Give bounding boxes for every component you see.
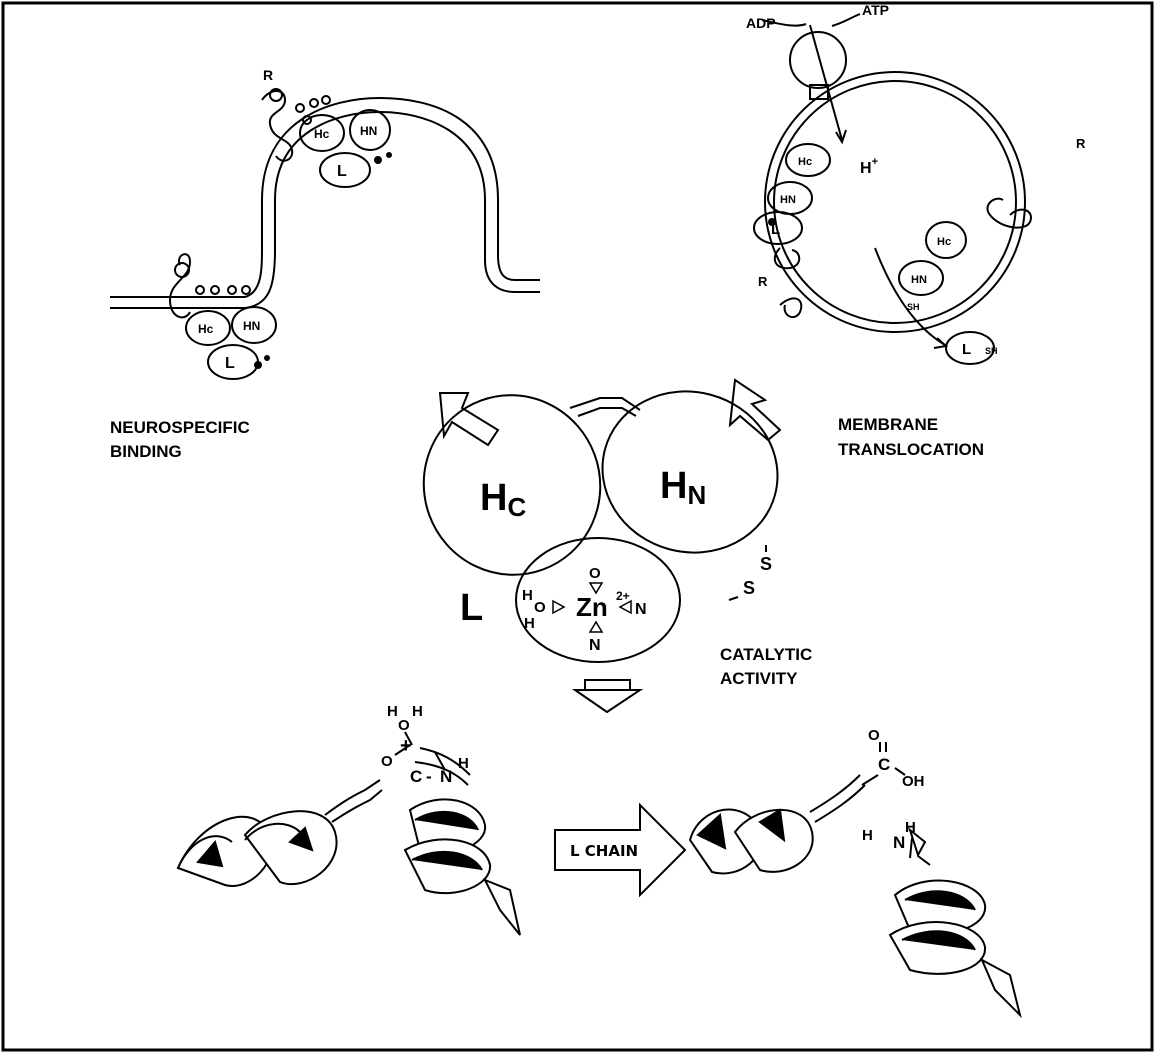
product-o: O <box>868 727 880 744</box>
l-label: L <box>460 587 483 629</box>
water-o-bottom: O <box>398 717 410 734</box>
small-hn-label-bottom: HN <box>243 319 260 333</box>
receptor-label-left: R <box>758 274 768 289</box>
amide-h: H <box>458 755 469 772</box>
small-hn-label-top: HN <box>360 124 377 138</box>
disulfide-s1: S <box>760 554 772 574</box>
small-l-label-bottom: L <box>225 355 235 372</box>
atp-label: ATP <box>862 2 889 18</box>
catalytic-label-2: ACTIVITY <box>720 669 798 688</box>
zn-n-right: N <box>635 601 647 618</box>
water-plus: + <box>400 735 412 757</box>
water-h1: H <box>522 587 533 604</box>
peptide-n: N <box>440 767 452 786</box>
small-l-label-top: L <box>337 163 347 180</box>
peptide-dash: - <box>426 767 432 786</box>
amine-h-left: H <box>862 827 873 844</box>
zn-n-bottom: N <box>589 637 601 654</box>
l-chain-label: L CHAIN <box>570 842 638 860</box>
product-c: C <box>878 755 890 774</box>
small-hc-label-bottom: Hc <box>198 322 214 336</box>
peptide-c: C <box>410 767 422 786</box>
catalytic-label-1: CATALYTIC <box>720 645 812 664</box>
water-h-left: H <box>387 703 398 720</box>
zn-o-top: O <box>589 565 601 582</box>
water-o: O <box>534 599 546 616</box>
receptor-label-top: R <box>263 67 273 83</box>
receptor-label-right: R <box>1076 136 1086 151</box>
v-l-label: L <box>771 221 780 238</box>
v-hc2-label: Hc <box>937 236 951 248</box>
membrane-label-2: TRANSLOCATION <box>838 440 984 459</box>
v-hn2-label: HN <box>911 274 927 286</box>
zn-label: Zn <box>576 592 608 622</box>
product-oh: OH <box>902 773 925 790</box>
amine-n: N <box>893 833 905 852</box>
zn-charge: 2+ <box>616 589 630 603</box>
water-h2: H <box>524 615 535 632</box>
adp-label: ADP <box>746 15 776 31</box>
v-sh-label: SH <box>907 302 920 312</box>
amine-h-top: H <box>905 819 916 836</box>
disulfide-s2: S <box>743 578 755 598</box>
neurospecific-label-2: BINDING <box>110 442 182 461</box>
v-l-out-label: L <box>962 341 971 358</box>
figure-frame <box>3 3 1152 1050</box>
v-hc-label: Hc <box>798 156 812 168</box>
carbonyl-o: O <box>381 753 393 770</box>
v-hn-label: HN <box>780 194 796 206</box>
water-h-right: H <box>412 703 423 720</box>
membrane-label-1: MEMBRANE <box>838 415 938 434</box>
v-l-out-sh: SH <box>985 346 998 356</box>
neurospecific-label-1: NEUROSPECIFIC <box>110 418 250 437</box>
small-hc-label-top: Hc <box>314 127 330 141</box>
